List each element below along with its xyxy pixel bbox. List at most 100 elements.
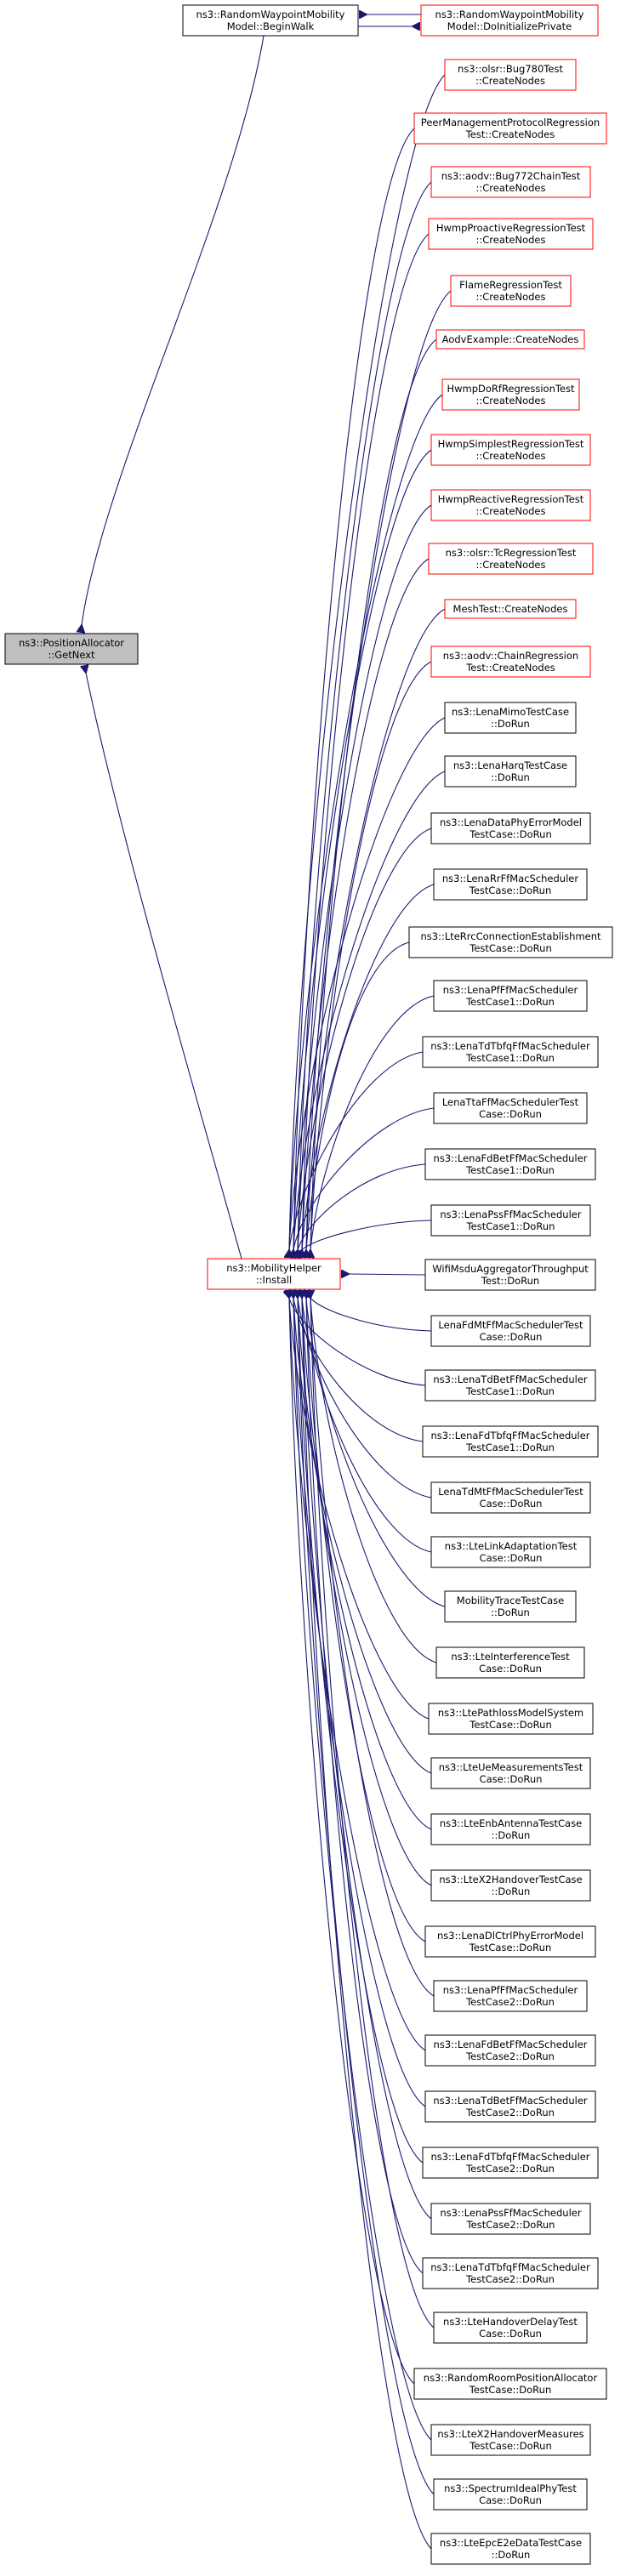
edge-caller-10-to-install: [306, 608, 446, 1250]
node-box: [422, 1425, 599, 1458]
graph-node-caller-17[interactable]: ns3::LenaPfFfMacSchedulerTestCase1::DoRu…: [433, 980, 588, 1012]
graph-node-caller-43[interactable]: ns3::LteX2HandoverMeasuresTestCase::DoRu…: [430, 2424, 591, 2456]
node-box: [424, 2034, 596, 2067]
node-box: [441, 378, 580, 411]
graph-node-caller-20[interactable]: ns3::LenaFdBetFfMacSchedulerTestCase1::D…: [424, 1148, 596, 1180]
graph-node-caller-42[interactable]: ns3::RandomRoomPositionAllocatorTestCase…: [413, 2368, 607, 2400]
edge-caller-18-to-install: [289, 1051, 424, 1250]
graph-node-caller-45[interactable]: ns3::LteEpcE2eDataTestCase::DoRun: [430, 2533, 591, 2565]
graph-node-caller-35[interactable]: ns3::LenaPfFfMacSchedulerTestCase2::DoRu…: [433, 1980, 588, 2012]
node-label-line: MeshTest::CreateNodes: [453, 603, 568, 615]
graph-node-caller-32[interactable]: ns3::LteEnbAntennaTestCase::DoRun: [430, 1813, 591, 1845]
graph-node-caller-30[interactable]: ns3::LtePathlossModelSystemTestCase::DoR…: [428, 1703, 594, 1735]
node-label-line: ns3::LteLinkAdaptationTest: [445, 1540, 578, 1552]
node-label-line: ::GetNext: [48, 649, 95, 661]
node-label-line: TestCase::DoRun: [469, 828, 551, 840]
node-box: [424, 1259, 596, 1291]
graph-node-caller-9[interactable]: ns3::olsr::TcRegressionTest::CreateNodes: [428, 543, 594, 575]
node-label-line: ns3::LteX2HandoverTestCase: [439, 1874, 582, 1885]
graph-node-caller-16[interactable]: ns3::LteRrcConnectionEstablishmentTestCa…: [408, 926, 613, 958]
graph-node-get-next[interactable]: ns3::PositionAllocator::GetNext: [4, 633, 139, 665]
graph-node-caller-28[interactable]: MobilityTraceTestCase::DoRun: [444, 1590, 577, 1623]
graph-node-caller-36[interactable]: ns3::LenaFdBetFfMacSchedulerTestCase2::D…: [424, 2034, 596, 2067]
node-label-line: FlameRegressionTest: [459, 279, 562, 291]
node-box: [433, 868, 588, 901]
edge-caller-8-to-install: [298, 504, 432, 1250]
node-label-line: TestCase::DoRun: [469, 2440, 551, 2452]
graph-node-caller-6[interactable]: HwmpDoRfRegressionTest::CreateNodes: [441, 378, 580, 411]
graph-node-caller-38[interactable]: ns3::LenaFdTbfqFfMacSchedulerTestCase2::…: [422, 2147, 599, 2179]
node-label-line: TestCase2::DoRun: [465, 2050, 555, 2062]
graph-node-caller-21[interactable]: ns3::LenaPssFfMacSchedulerTestCase1::DoR…: [430, 1204, 591, 1237]
node-label-line: ::DoRun: [491, 771, 530, 783]
graph-node-caller-24[interactable]: ns3::LenaTdBetFfMacSchedulerTestCase1::D…: [424, 1369, 596, 1402]
node-label-line: ::CreateNodes: [476, 559, 546, 571]
graph-node-do-initialize-private[interactable]: ns3::RandomWaypointMobilityModel::DoInit…: [420, 4, 599, 37]
node-box: [430, 2533, 591, 2565]
graph-node-caller-40[interactable]: ns3::LenaTdTbfqFfMacSchedulerTestCase2::…: [422, 2257, 599, 2289]
node-label-line: LenaTtaFfMacSchedulerTest: [442, 1096, 579, 1108]
graph-node-caller-39[interactable]: ns3::LenaPssFfMacSchedulerTestCase2::DoR…: [430, 2203, 591, 2235]
node-label-line: Test::CreateNodes: [465, 128, 555, 140]
node-box: [430, 1536, 591, 1568]
node-label-line: ns3::RandomWaypointMobility: [435, 9, 584, 20]
node-box: [4, 633, 139, 665]
graph-node-caller-14[interactable]: ns3::LenaDataPhyErrorModelTestCase::DoRu…: [430, 812, 591, 844]
node-label-line: AodvExample::CreateNodes: [442, 333, 579, 345]
edge-caller-16-to-install: [306, 941, 410, 1250]
graph-node-caller-10[interactable]: MeshTest::CreateNodes: [444, 599, 577, 619]
graph-node-caller-37[interactable]: ns3::LenaTdBetFfMacSchedulerTestCase2::D…: [424, 2090, 596, 2123]
edges-layer: [82, 14, 452, 2550]
graph-node-caller-0[interactable]: ns3::olsr::Bug780Test::CreateNodes: [444, 59, 577, 91]
node-label-line: TestCase::DoRun: [469, 1942, 551, 1953]
node-label-line: TestCase::DoRun: [469, 884, 551, 896]
graph-node-caller-7[interactable]: HwmpSimplestRegressionTest::CreateNodes: [430, 434, 591, 466]
graph-node-caller-12[interactable]: ns3::LenaMimoTestCase::DoRun: [444, 702, 577, 734]
node-box: [435, 329, 585, 350]
edge-caller-22-to-install: [349, 1274, 426, 1275]
node-label-line: WifiMsduAggregatorThroughput: [432, 1263, 589, 1275]
graph-node-mobility-install[interactable]: ns3::MobilityHelper::Install: [207, 1258, 341, 1290]
graph-node-caller-1[interactable]: PeerManagementProtocolRegressionTest::Cr…: [413, 112, 607, 145]
edge-caller-1-to-install: [293, 128, 415, 1250]
graph-node-caller-34[interactable]: ns3::LenaDlCtrlPhyErrorModelTestCase::Do…: [424, 1925, 596, 1958]
node-box: [422, 1036, 599, 1068]
graph-node-caller-13[interactable]: ns3::LenaHarqTestCase::DoRun: [444, 755, 577, 788]
node-label-line: ns3::PositionAllocator: [19, 637, 124, 649]
node-label-line: ::DoRun: [491, 1606, 530, 1618]
graph-node-caller-5[interactable]: AodvExample::CreateNodes: [435, 329, 585, 350]
node-label-line: ns3::LtePathlossModelSystem: [438, 1707, 583, 1719]
node-label-line: ns3::aodv::Bug772ChainTest: [441, 170, 581, 182]
node-box: [422, 2257, 599, 2289]
node-label-line: ns3::LteRrcConnectionEstablishment: [420, 930, 601, 942]
graph-node-caller-18[interactable]: ns3::LenaTdTbfqFfMacSchedulerTestCase1::…: [422, 1036, 599, 1068]
node-label-line: Model::DoInitializePrivate: [447, 20, 572, 32]
edge-caller-36-to-install: [289, 1298, 426, 2051]
graph-node-caller-11[interactable]: ns3::aodv::ChainRegressionTest::CreateNo…: [430, 645, 591, 678]
edge-caller-44-to-install: [298, 1298, 435, 2495]
node-label-line: ::CreateNodes: [476, 505, 546, 517]
graph-node-caller-2[interactable]: ns3::aodv::Bug772ChainTest::CreateNodes: [430, 166, 591, 198]
graph-node-caller-3[interactable]: HwmpProactiveRegressionTest::CreateNodes: [428, 218, 594, 250]
node-box: [428, 543, 594, 575]
graph-node-caller-4[interactable]: FlameRegressionTest::CreateNodes: [450, 275, 572, 307]
edge-caller-43-to-install: [293, 1298, 432, 2441]
node-label-line: TestCase2::DoRun: [465, 1996, 555, 2008]
node-label-line: ns3::LteEpcE2eDataTestCase: [440, 2537, 582, 2549]
edge-caller-23-to-install: [310, 1298, 432, 1332]
graph-node-caller-8[interactable]: HwmpReactiveRegressionTest::CreateNodes: [430, 489, 591, 521]
node-label-line: ::DoRun: [492, 2549, 531, 2561]
graph-node-caller-25[interactable]: ns3::LenaFdTbfqFfMacSchedulerTestCase1::…: [422, 1425, 599, 1458]
graph-node-caller-33[interactable]: ns3::LteX2HandoverTestCase::DoRun: [430, 1869, 591, 1902]
graph-node-begin-walk[interactable]: ns3::RandomWaypointMobilityModel::BeginW…: [182, 4, 359, 37]
